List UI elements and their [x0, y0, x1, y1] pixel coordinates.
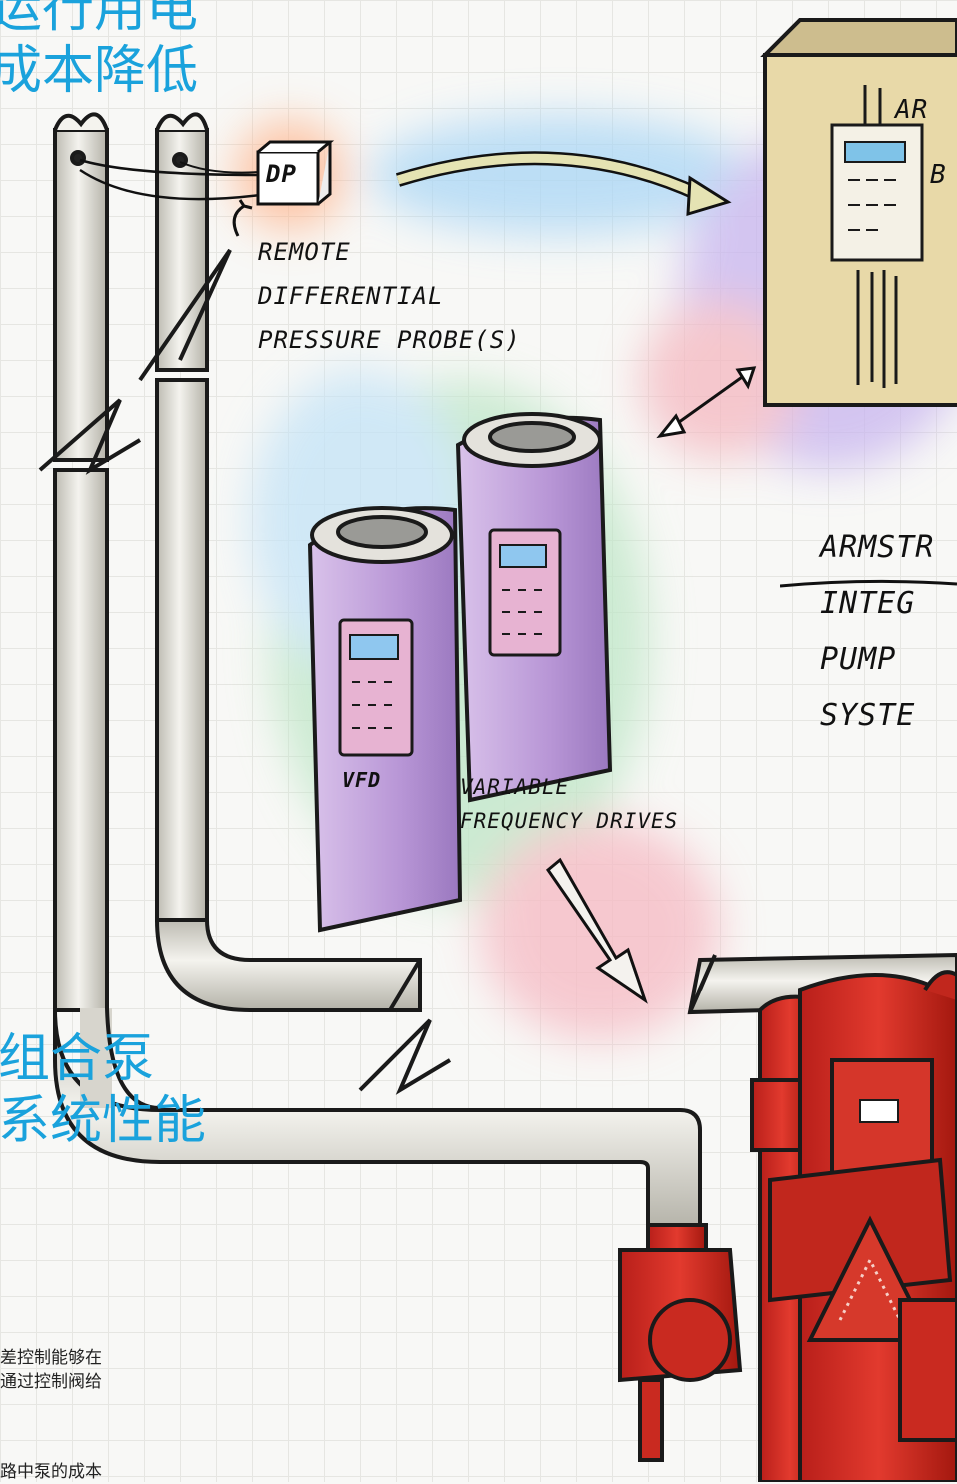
cabinet-label-1: AR [895, 95, 929, 125]
body-paragraph-1: 差控制能够在 通过控制阀给 [0, 1346, 102, 1394]
vfd-badge: VFD [342, 768, 382, 792]
dp-sensor [79, 140, 335, 237]
vfd-drive-back [455, 412, 613, 803]
vfd-label: VARIABLE FREQUENCY DRIVES [460, 770, 678, 838]
top-heading: 运行用电 成本降低 [0, 0, 198, 102]
double-arrow [656, 366, 757, 439]
vfd-label-line2: FREQUENCY DRIVES [460, 809, 679, 833]
system-label-line4: SYSTE [820, 698, 916, 733]
system-label-line1: ARMSTR [820, 530, 935, 565]
top-heading-line1: 运行用电 [0, 0, 199, 39]
body-p1-line2: 通过控制阀给 [0, 1372, 102, 1392]
system-label: ARMSTR INTEG PUMP SYSTE [820, 520, 934, 744]
body-paragraph-2: 路中泵的成本 [0, 1460, 102, 1484]
pump-assembly [618, 970, 957, 1482]
vfd-label-line1: VARIABLE [460, 775, 570, 799]
control-cabinet [760, 18, 957, 407]
system-label-line3: PUMP [820, 642, 897, 677]
remote-probe-label: REMOTE DIFFERENTIAL PRESSURE PROBE(S) [258, 230, 521, 362]
mid-heading-line1: 组合泵 [0, 1029, 155, 1089]
top-heading-line2: 成本降低 [0, 41, 199, 101]
body-p1-line1: 差控制能够在 [0, 1348, 102, 1368]
mid-heading-line2: 系统性能 [0, 1091, 207, 1151]
dp-label: DP [266, 160, 297, 188]
cabinet-label-2: B [930, 160, 947, 190]
system-label-line2: INTEG [820, 586, 916, 621]
pipe-inner [154, 112, 422, 1012]
remote-label-line1: REMOTE [258, 238, 351, 266]
vfd-drive-front [307, 506, 463, 933]
drive-to-pump-arrow [545, 857, 648, 1004]
body-p2-line1: 路中泵的成本 [0, 1462, 102, 1482]
pipe-outer [53, 112, 702, 1232]
signal-arrow [395, 151, 732, 217]
system-underline [780, 579, 957, 588]
remote-label-line3: PRESSURE PROBE(S) [258, 326, 521, 354]
remote-label-line2: DIFFERENTIAL [258, 282, 444, 310]
mid-heading: 组合泵 系统性能 [0, 1028, 206, 1152]
pipe-breaks [38, 248, 452, 1095]
